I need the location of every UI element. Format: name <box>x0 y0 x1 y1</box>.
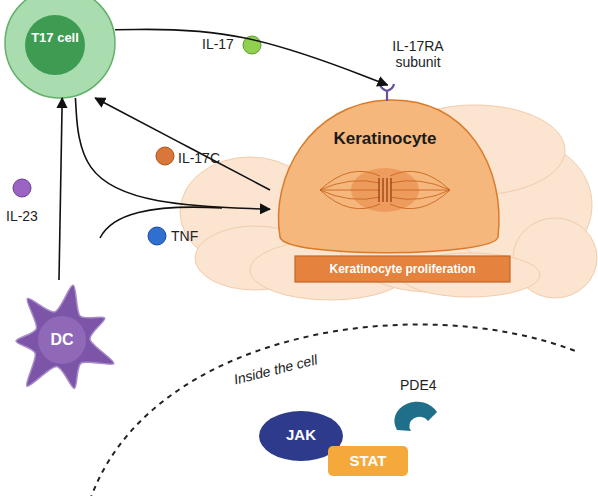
cell-membrane <box>5 0 115 98</box>
cytokine-label: IL-17 <box>202 36 234 52</box>
keratinocyte-cell: Keratinocyte <box>270 85 505 260</box>
spindle-fiber <box>320 181 380 190</box>
signal-arrow <box>75 98 270 209</box>
node-outline <box>5 0 115 98</box>
spindle-fiber <box>390 190 450 191</box>
node-label: Keratinocyte proliferation <box>295 261 510 277</box>
cytokine-label: IL-17C <box>178 150 220 166</box>
dendritic-cell: DC <box>2 280 122 400</box>
signal-arrow <box>115 29 388 85</box>
chromosome <box>390 178 392 202</box>
receptor-symbol <box>380 84 394 101</box>
spindle-fiber <box>390 190 450 209</box>
stat-node: STAT <box>328 446 408 476</box>
receptor-stem <box>380 84 394 101</box>
signal-arrow <box>95 98 270 190</box>
cytokine-dot <box>243 36 261 54</box>
dendritic-cell-body <box>16 285 114 388</box>
node-label: STAT <box>328 452 408 470</box>
chromosome <box>378 178 380 202</box>
stat-box <box>328 446 408 476</box>
band-fill <box>295 256 510 282</box>
keratinocyte-cluster <box>180 105 597 300</box>
cell-nucleus <box>25 15 85 75</box>
annotation-label: IL-17RA subunit <box>378 38 458 70</box>
cytokine-dot <box>156 147 174 165</box>
node-label: T17 cell <box>25 31 85 45</box>
node-label: Keratinocyte <box>310 129 460 149</box>
spindle-fiber <box>320 190 380 209</box>
mitotic-spindle <box>320 171 450 208</box>
spindle-fiber <box>390 171 450 190</box>
cytokine-label: TNF <box>171 228 198 244</box>
node-label: DC <box>22 331 102 349</box>
cytokine-dot <box>13 179 31 197</box>
spindle-fiber <box>390 181 450 190</box>
node-label: JAK <box>258 426 344 444</box>
t-cell-circle: T17 cell <box>5 0 115 98</box>
proliferation-band: Keratinocyte proliferation <box>295 256 510 282</box>
spindle-fiber <box>320 171 380 190</box>
pde4-symbol <box>394 402 437 431</box>
cytokine-label: IL-23 <box>6 208 38 224</box>
chromosome <box>386 178 388 202</box>
keratinocyte-body <box>278 100 499 253</box>
annotation-label: Inside the cell <box>232 343 352 388</box>
chromosomes <box>379 178 391 202</box>
annotation-label: PDE4 <box>400 377 460 393</box>
cytokine-dot <box>148 227 166 245</box>
chromosome <box>382 178 384 202</box>
node-outline <box>270 85 505 260</box>
spindle-fiber <box>320 190 380 191</box>
signal-arrow <box>59 98 62 280</box>
cell-membrane-dashed <box>90 324 578 496</box>
